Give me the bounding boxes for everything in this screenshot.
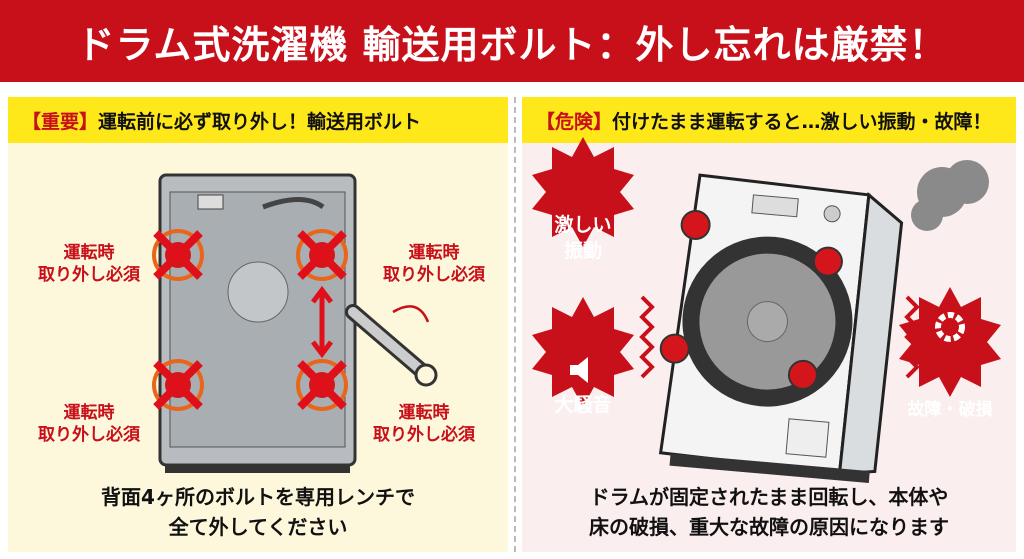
left-panel-remove-bolts: 【重要】運転前に必ず取り外し！輸送用ボルト 運転時取り外し必須 運転時取り外し必… — [8, 97, 508, 552]
shaking-washer-illustration — [532, 137, 1001, 484]
important-tag: 【重要】 — [22, 110, 99, 133]
vibration-lines-icon — [904, 295, 920, 379]
bolt-label-top-left: 運転時取り外し必須 — [38, 243, 140, 285]
smoke-icon — [911, 160, 989, 231]
speaker-icon — [570, 357, 588, 383]
right-panel-heading: 【危険】付けたまま運転すると…激しい振動・故障！ — [522, 97, 1016, 143]
right-heading-text: 付けたまま運転すると…激しい振動・故障！ — [612, 110, 992, 133]
bolt-icons — [659, 209, 843, 390]
page-title: ドラム式洗濯機 輸送用ボルト：外し忘れは厳禁！ — [0, 0, 1024, 82]
danger-tag: 【危険】 — [536, 110, 613, 133]
bolt-label-top-right: 運転時取り外し必須 — [383, 243, 485, 285]
right-footer-warning: ドラムが固定されたまま回転し、本体や床の破損、重大な故障の原因になります — [589, 485, 949, 539]
bolt-bottom-left-icon — [152, 359, 204, 411]
left-heading-text: 運転前に必ず取り外し！輸送用ボルト — [98, 110, 422, 133]
panel-divider — [514, 97, 516, 552]
washer-rear-illustration — [152, 173, 438, 473]
right-panel-danger: 【危険】付けたまま運転すると…激しい振動・故障！ 激しい振動 大騒音 故障・破損… — [522, 97, 1016, 552]
burst-damage-label: 故障・破損 — [907, 400, 993, 420]
left-panel-heading: 【重要】運転前に必ず取り外し！輸送用ボルト — [8, 97, 508, 143]
rotate-arrow-icon — [392, 305, 430, 323]
burst-damage — [899, 287, 1001, 397]
burst-noise-label: 大騒音 — [554, 394, 612, 416]
burst-noise — [532, 297, 634, 407]
up-down-arrow-icon — [311, 285, 333, 359]
broken-gear-icon — [935, 312, 965, 342]
bolt-bottom-right-icon — [296, 359, 348, 411]
wrench-icon — [345, 304, 438, 387]
burst-vibration-label: 激しい振動 — [554, 214, 612, 262]
bolt-top-right-icon — [296, 229, 348, 281]
bolt-top-left-icon — [152, 229, 204, 281]
vibration-lines-icon — [639, 295, 655, 379]
bolt-label-bottom-left: 運転時取り外し必須 — [38, 403, 140, 445]
bolt-label-bottom-right: 運転時取り外し必須 — [373, 403, 475, 445]
burst-vibration — [532, 137, 634, 247]
left-footer-instruction: 背面4ヶ所のボルトを専用レンチで全て外してください — [101, 485, 415, 539]
